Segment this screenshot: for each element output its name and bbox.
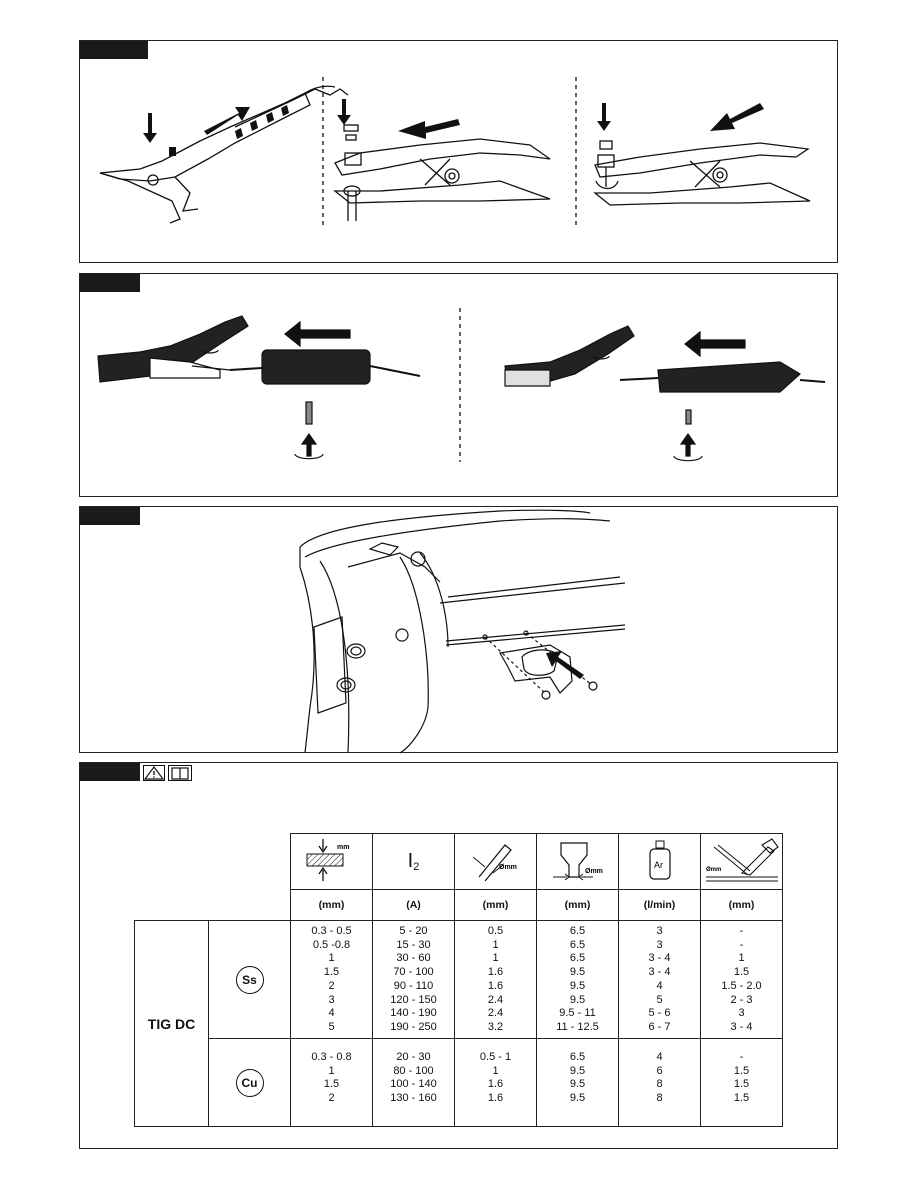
machine-bracket-mounting-illustration <box>299 509 626 754</box>
manual-book-icon <box>168 765 192 781</box>
figure-panel-4: mm I2 Ømm Ømm <box>79 762 838 1149</box>
figure-tag <box>80 274 140 292</box>
process-label: TIG DC <box>134 920 209 1127</box>
svg-text:Ar: Ar <box>654 860 663 870</box>
unit-label: (mm) <box>536 889 619 921</box>
unit-label: (l/min) <box>618 889 701 921</box>
earth-clamp-assembly-illustration <box>99 77 811 227</box>
material-cell: Ss <box>208 920 291 1039</box>
figure-tag <box>80 507 140 525</box>
figure-panel-1 <box>79 40 838 263</box>
unit-label: (mm) <box>290 889 373 921</box>
nozzle-diameter-icon: Ømm <box>536 833 619 890</box>
electrode-diameter-icon: Ømm <box>454 833 537 890</box>
material-badge: Cu <box>235 1068 264 1097</box>
svg-text:Ømm: Ømm <box>706 867 721 873</box>
unit-label: (mm) <box>700 889 783 921</box>
thickness-icon: mm <box>290 833 373 890</box>
unit-label: (A) <box>372 889 455 921</box>
material-cell: Cu <box>208 1038 291 1127</box>
material-badge: Ss <box>235 965 264 994</box>
svg-text:mm: mm <box>337 844 349 851</box>
figure-panel-2 <box>79 273 838 497</box>
svg-text:Ømm: Ømm <box>499 864 517 871</box>
argon-bottle-icon: Ar <box>618 833 701 890</box>
unit-label: (mm) <box>454 889 537 921</box>
svg-text:Ømm: Ømm <box>585 868 603 875</box>
filler-rod-icon: Ømm <box>700 833 783 890</box>
figure-panel-3 <box>79 506 838 754</box>
figure-tag <box>80 763 140 781</box>
electrode-holder-assembly-illustration <box>97 308 826 462</box>
tig-dc-parameter-table: mm I2 Ømm Ømm <box>134 833 783 1127</box>
figure-tag <box>80 41 148 59</box>
warning-triangle-icon <box>143 765 165 781</box>
current-icon: I2 <box>372 833 455 890</box>
